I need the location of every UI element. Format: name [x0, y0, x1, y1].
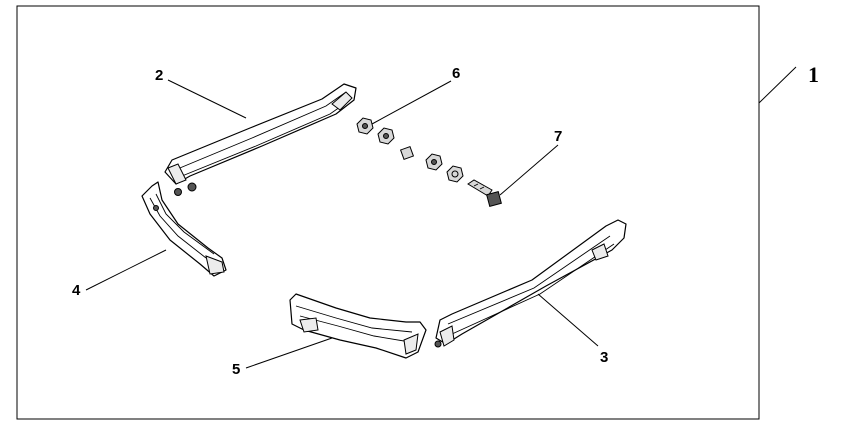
- leader-1: [758, 66, 797, 104]
- diagram-frame: [16, 5, 760, 420]
- callout-4: 4: [72, 282, 81, 299]
- leader-6: [371, 80, 452, 125]
- part-2-upper-bar: [164, 83, 357, 196]
- callout-5: 5: [232, 361, 240, 378]
- leader-3: [537, 293, 599, 347]
- part-3-right-bar: [434, 219, 627, 348]
- part-6-hardware: [356, 117, 464, 183]
- callout-7: 7: [554, 128, 562, 145]
- callout-3: 3: [600, 349, 608, 366]
- callout-6: 6: [452, 65, 460, 82]
- leader-7: [499, 144, 559, 196]
- part-5-lower-corner: [289, 293, 427, 359]
- leader-5: [245, 337, 333, 369]
- leader-4: [85, 249, 167, 291]
- part-4-left-corner: [141, 181, 227, 277]
- part-7-bolt: [467, 179, 502, 207]
- leader-2: [167, 79, 247, 119]
- callout-2: 2: [155, 67, 163, 84]
- callout-1: 1: [808, 62, 819, 87]
